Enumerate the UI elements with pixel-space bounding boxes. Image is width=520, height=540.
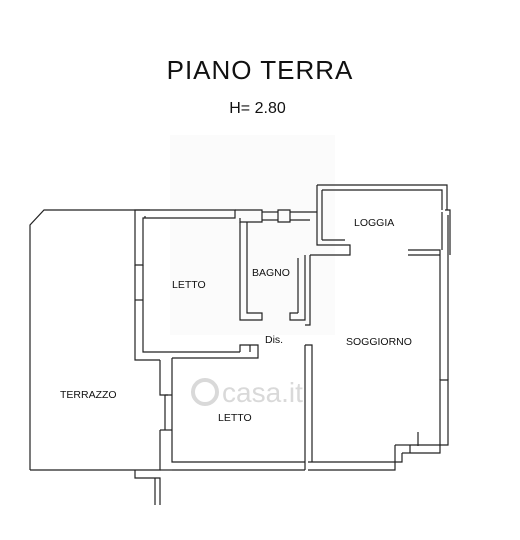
watermark: casa.it <box>191 377 303 408</box>
ceiling-height: H= 2.80 <box>229 100 286 117</box>
plan-title: PIANO TERRA <box>166 55 354 85</box>
scan-noise <box>170 135 335 335</box>
room-label-loggia: LOGGIA <box>354 217 394 229</box>
room-label-terrazzo: TERRAZZO <box>60 389 117 401</box>
room-label-letto-2: LETTO <box>218 412 252 424</box>
room-label-dis: Dis. <box>265 334 283 346</box>
room-label-letto-1: LETTO <box>172 279 206 291</box>
room-label-soggiorno: SOGGIORNO <box>346 336 412 348</box>
room-label-bagno: BAGNO <box>252 267 290 279</box>
walls <box>29 184 451 505</box>
watermark-text: casa.it <box>222 377 303 408</box>
